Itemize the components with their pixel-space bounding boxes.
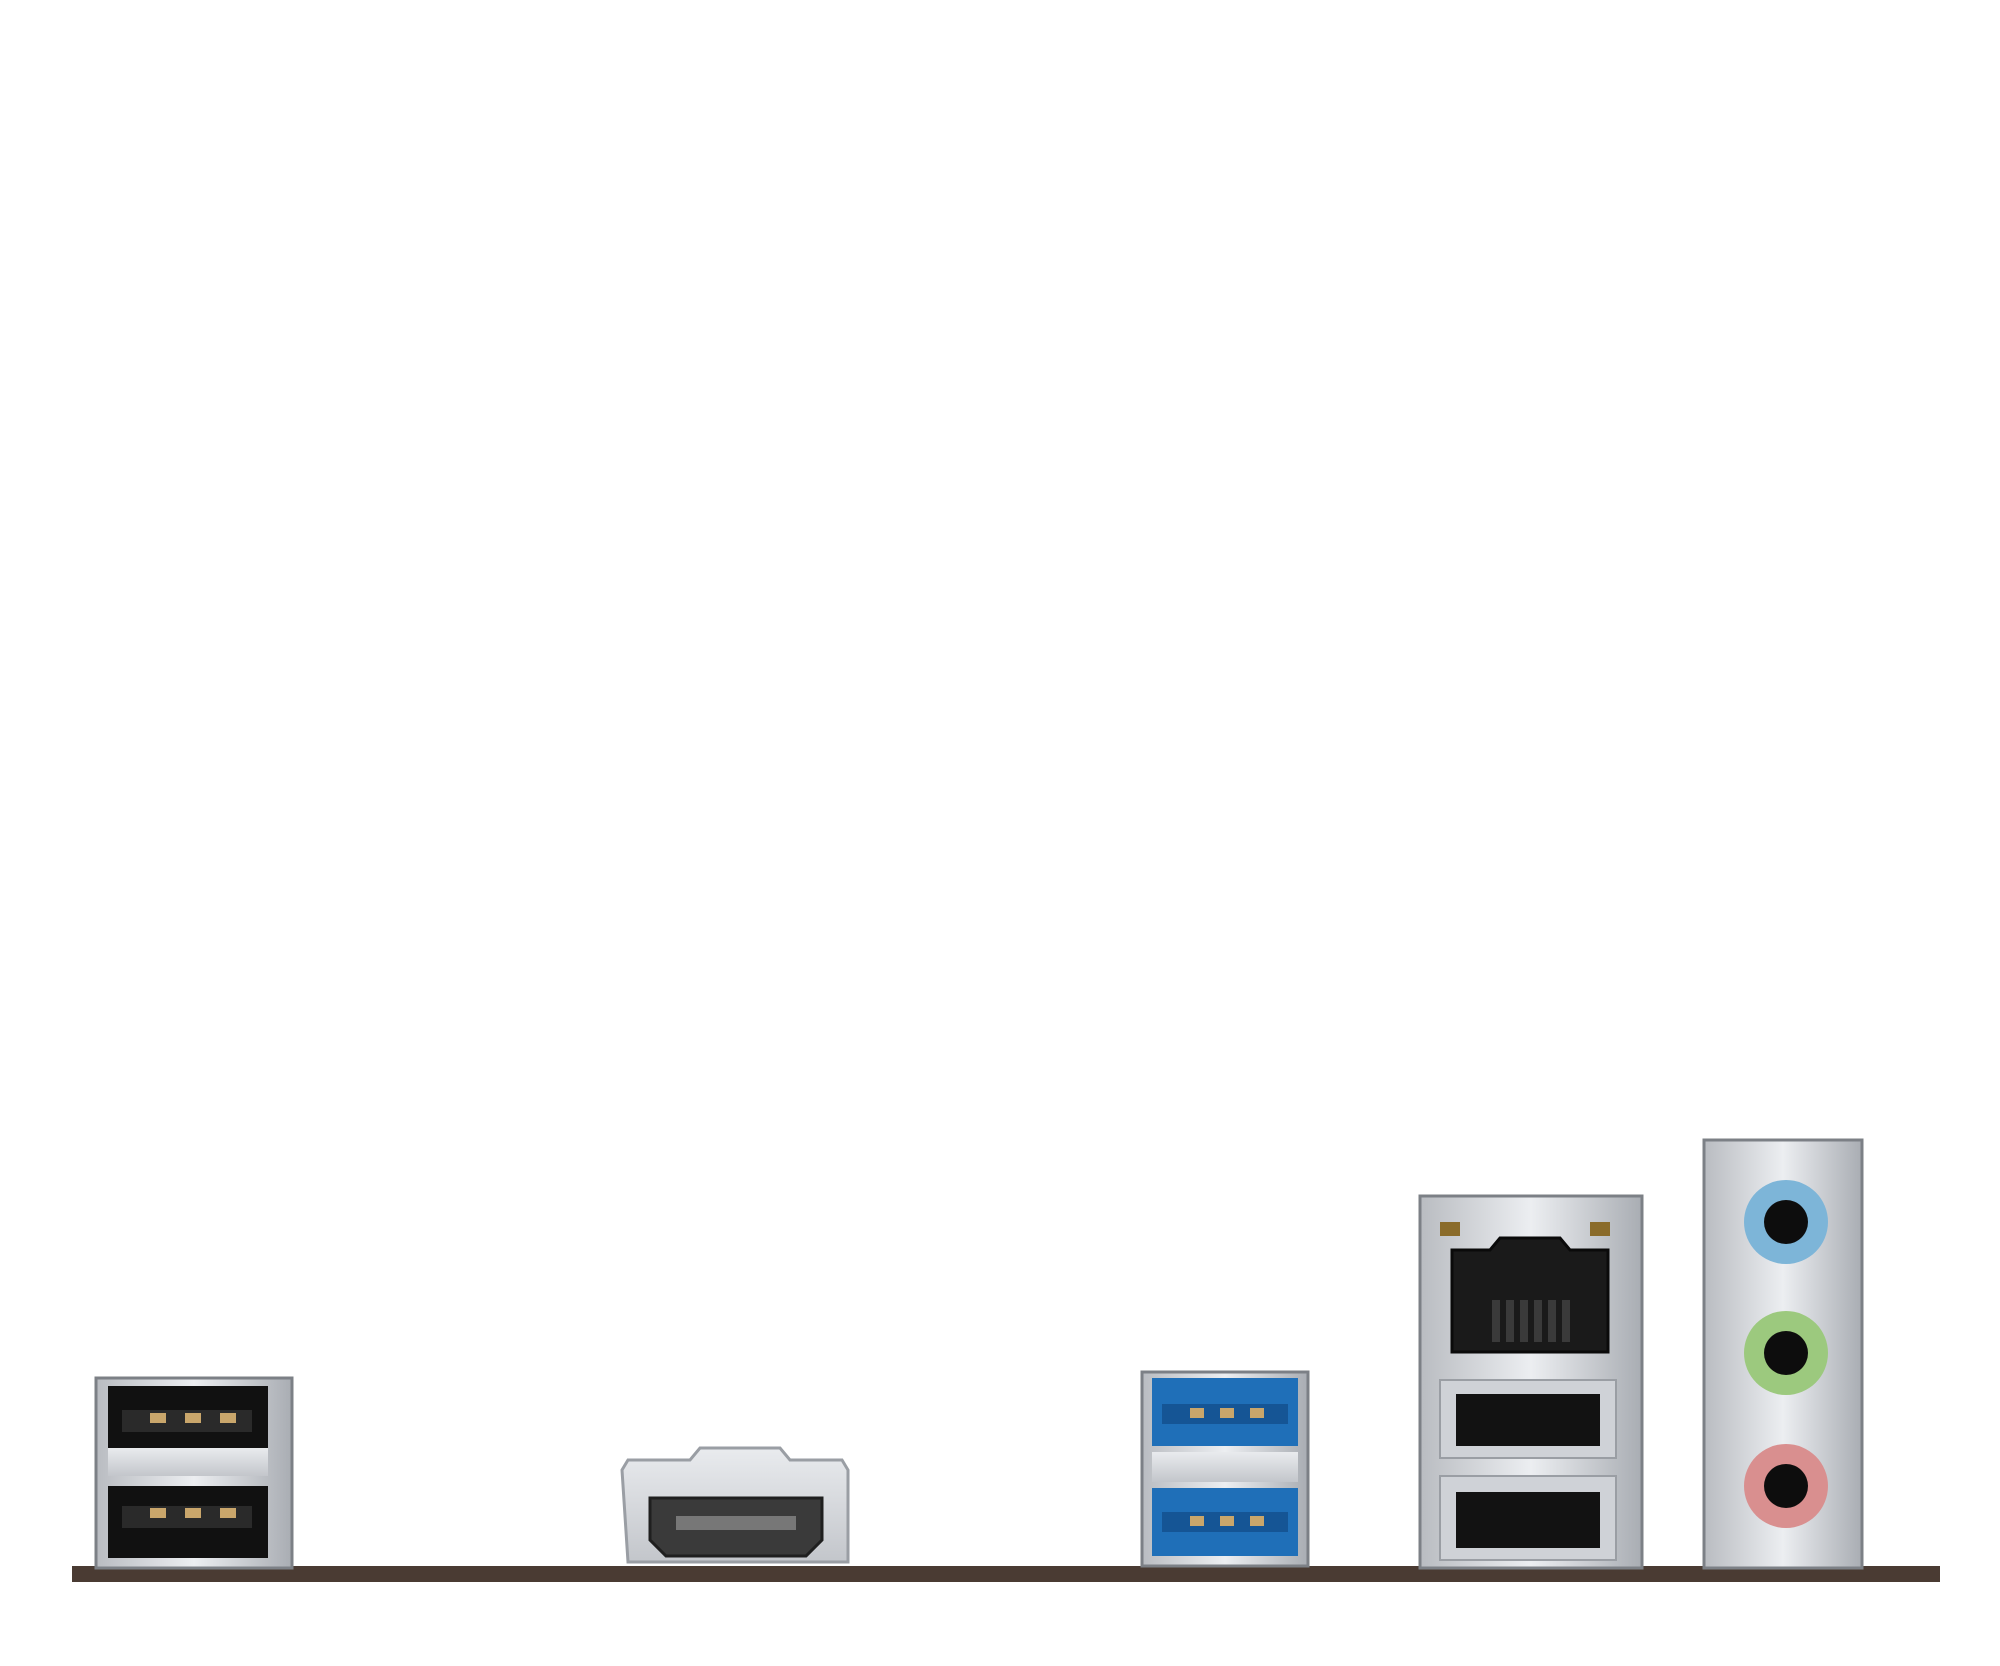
audio-jack-panel <box>1702 1138 1864 1570</box>
audio-jack-mic-in <box>1744 1444 1828 1528</box>
usb2-dual-port <box>94 1376 294 1570</box>
audio-jack-line-out <box>1744 1311 1828 1395</box>
audio-jack-line-in <box>1744 1180 1828 1264</box>
hdmi-port <box>620 1446 850 1564</box>
pcb-edge <box>72 1566 1940 1582</box>
usb3-dual-port <box>1140 1370 1310 1568</box>
ethernet-usb-combo-port <box>1418 1194 1644 1570</box>
